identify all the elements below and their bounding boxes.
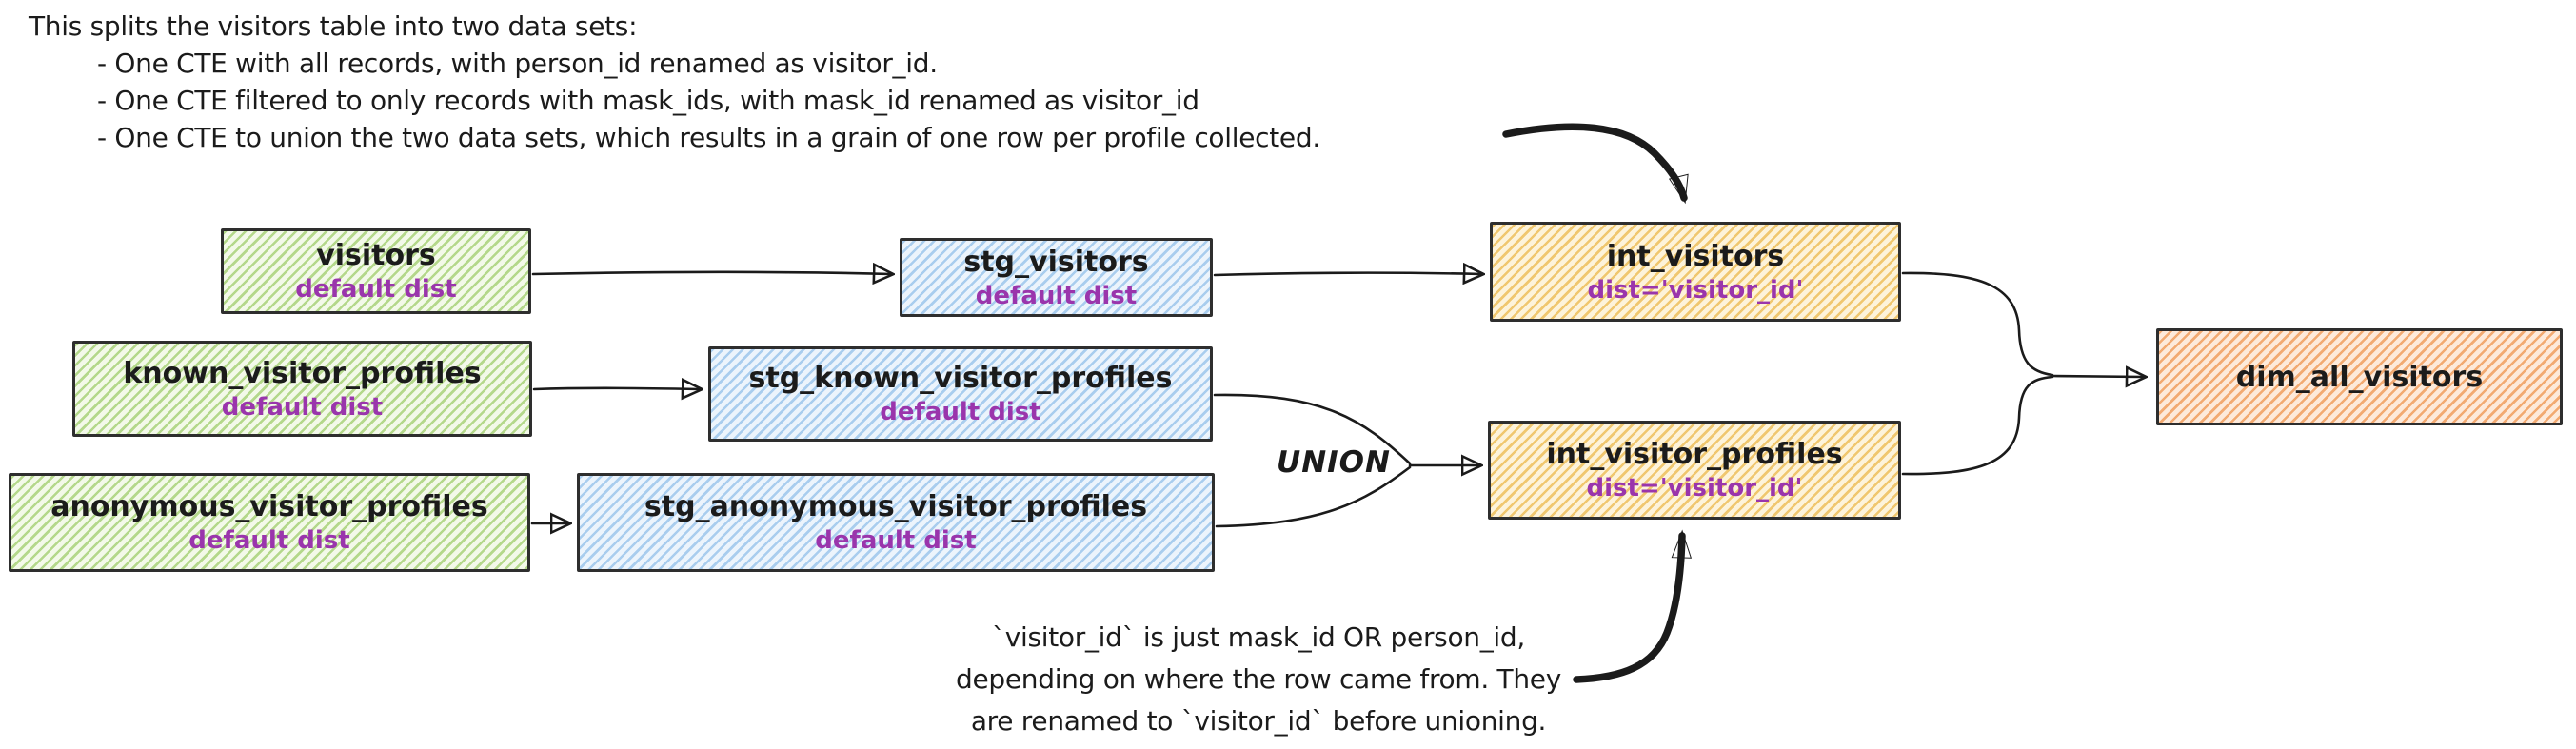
node-known-visitor-profiles: known_visitor_profiles default dist: [72, 341, 532, 437]
node-anonymous-visitor-profiles-subtitle: default dist: [188, 526, 350, 555]
node-known-visitor-profiles-subtitle: default dist: [221, 392, 384, 422]
node-int-visitor-profiles-title: int_visitor_profiles: [1546, 438, 1843, 471]
node-int-visitors-title: int_visitors: [1606, 239, 1785, 273]
edge-visitors-to-stg-visitors: [531, 272, 891, 274]
node-int-visitor-profiles-subtitle: dist='visitor_id': [1586, 474, 1803, 503]
edge-merge-to-dim-all-visitors: [2051, 376, 2144, 377]
node-stg-known-visitor-profiles-title: stg_known_visitor_profiles: [748, 362, 1173, 395]
node-stg-visitors-title: stg_visitors: [963, 245, 1149, 279]
node-stg-anonymous-visitor-profiles-subtitle: default dist: [815, 526, 977, 555]
edge-int-visitor-profiles-to-merge: [1901, 375, 2054, 476]
top-annotation-bullet-1: - One CTE with all records, with person_…: [97, 48, 938, 79]
node-int-visitors: int_visitors dist='visitor_id': [1490, 222, 1901, 322]
node-stg-anonymous-visitor-profiles: stg_anonymous_visitor_profiles default d…: [577, 473, 1215, 572]
node-stg-known-visitor-profiles-subtitle: default dist: [880, 398, 1041, 426]
node-visitors: visitors default dist: [221, 228, 531, 314]
bottom-annotation: `visitor_id` is just mask_id OR person_i…: [914, 617, 1603, 742]
union-label: UNION: [1277, 445, 1391, 480]
bottom-annotation-line-3: are renamed to `visitor_id` before union…: [970, 705, 1547, 737]
node-known-visitor-profiles-title: known_visitor_profiles: [123, 356, 482, 390]
node-int-visitors-subtitle: dist='visitor_id': [1587, 275, 1804, 305]
node-dim-all-visitors: dim_all_visitors: [2156, 328, 2563, 425]
node-anonymous-visitor-profiles-title: anonymous_visitor_profiles: [50, 490, 488, 523]
node-stg-visitors: stg_visitors default dist: [900, 238, 1213, 317]
top-annotation-intro: This splits the visitors table into two …: [29, 10, 638, 42]
node-visitors-title: visitors: [316, 239, 436, 272]
node-visitors-subtitle: default dist: [295, 275, 457, 304]
node-dim-all-visitors-title: dim_all_visitors: [2235, 360, 2484, 394]
node-int-visitor-profiles: int_visitor_profiles dist='visitor_id': [1488, 421, 1901, 520]
node-anonymous-visitor-profiles: anonymous_visitor_profiles default dist: [9, 473, 530, 572]
edge-known-to-stg-known: [532, 388, 700, 389]
top-annotation: This splits the visitors table into two …: [29, 8, 1320, 156]
bottom-annotation-line-1: `visitor_id` is just mask_id OR person_i…: [992, 621, 1525, 653]
top-note-arrow: [1502, 123, 1689, 205]
node-stg-anonymous-visitor-profiles-title: stg_anonymous_visitor_profiles: [644, 490, 1148, 523]
node-stg-known-visitor-profiles: stg_known_visitor_profiles default dist: [708, 346, 1213, 442]
edge-stg-visitors-to-int-visitors: [1213, 273, 1481, 275]
node-stg-visitors-subtitle: default dist: [975, 281, 1138, 310]
top-annotation-bullet-3: - One CTE to union the two data sets, wh…: [97, 122, 1320, 153]
top-annotation-bullet-2: - One CTE filtered to only records with …: [97, 85, 1199, 116]
bottom-annotation-line-2: depending on where the row came from. Th…: [955, 663, 1562, 695]
edge-int-visitors-to-merge: [1901, 271, 2054, 377]
